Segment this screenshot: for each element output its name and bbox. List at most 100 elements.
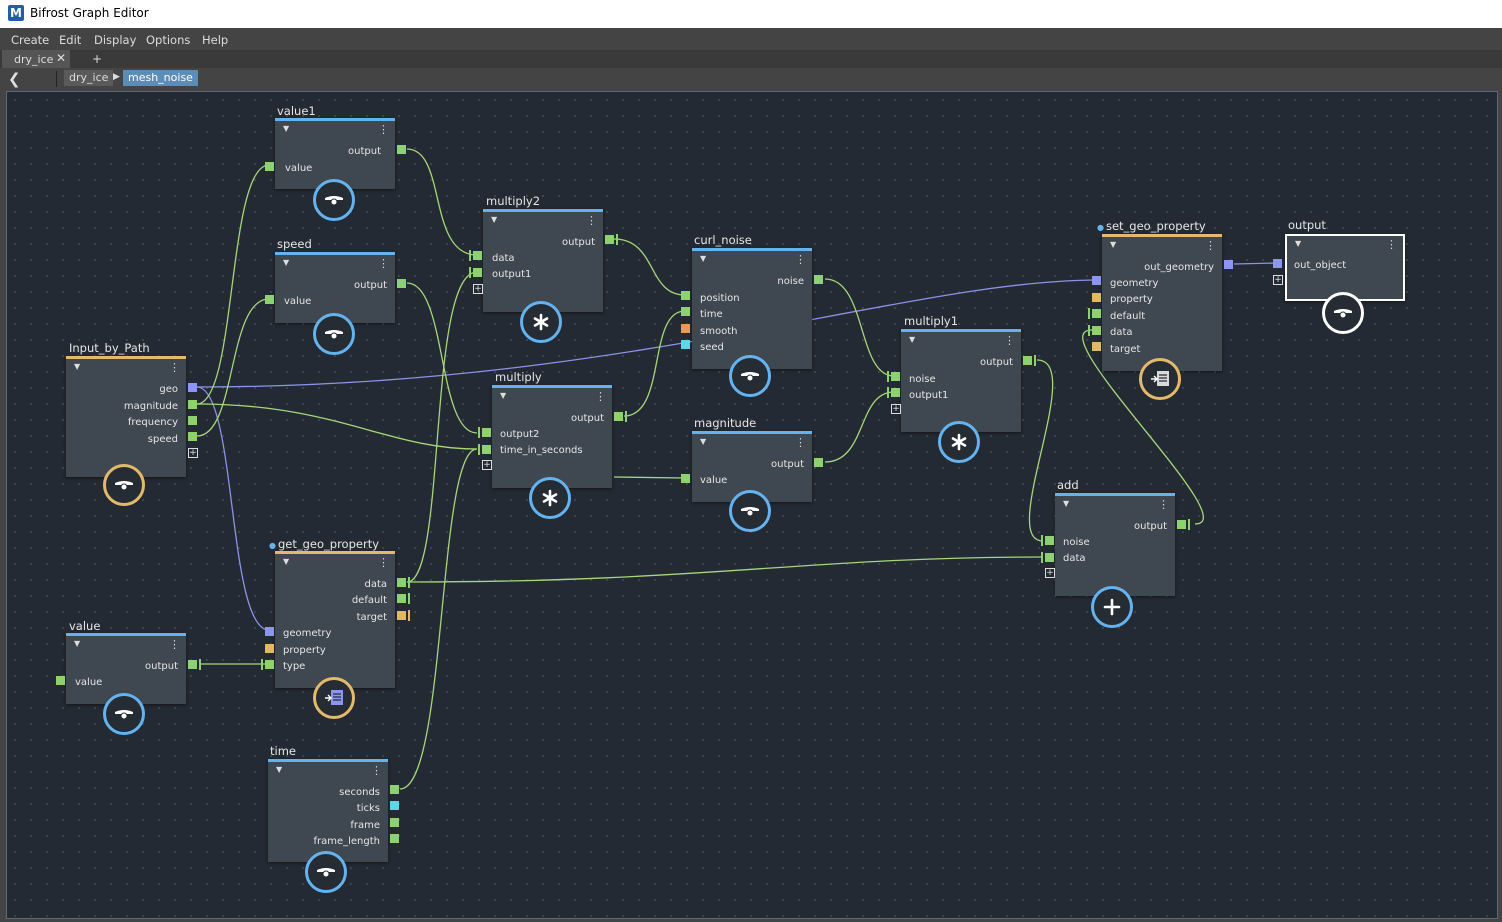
output-port[interactable] xyxy=(390,818,399,827)
node-input-by-path[interactable]: ▼ ⋮ geo magnitude frequency speed xyxy=(66,356,186,477)
input-port[interactable] xyxy=(681,324,690,333)
output-port[interactable] xyxy=(1224,260,1233,269)
output-port[interactable] xyxy=(397,594,406,603)
input-port[interactable] xyxy=(681,291,690,300)
input-port[interactable] xyxy=(891,372,900,381)
input-port[interactable] xyxy=(681,474,690,483)
menu-help[interactable]: Help xyxy=(202,33,229,47)
output-port[interactable] xyxy=(390,785,399,794)
add-port-icon[interactable]: + xyxy=(1045,568,1055,578)
node-menu-icon[interactable]: ⋮ xyxy=(1386,238,1397,251)
input-port[interactable] xyxy=(482,428,491,437)
node-get-geo-property[interactable]: ▼ ⋮ data default target geometry propert… xyxy=(275,551,395,688)
node-menu-icon[interactable]: ⋮ xyxy=(169,638,180,651)
collapse-caret-icon[interactable]: ▼ xyxy=(74,639,81,648)
node-menu-icon[interactable]: ⋮ xyxy=(378,556,389,569)
collapse-caret-icon[interactable]: ▼ xyxy=(1110,240,1117,249)
node-add[interactable]: ▼ ⋮ output noise data xyxy=(1055,493,1175,596)
new-tab-button[interactable]: + xyxy=(92,52,103,66)
breadcrumb-dry-ice[interactable]: dry_ice xyxy=(64,70,114,86)
input-port[interactable] xyxy=(1273,259,1282,268)
collapse-caret-icon[interactable]: ▼ xyxy=(491,215,498,224)
collapse-caret-icon[interactable]: ▼ xyxy=(276,765,283,774)
input-port[interactable] xyxy=(1045,536,1054,545)
node-menu-icon[interactable]: ⋮ xyxy=(1004,334,1015,347)
collapse-caret-icon[interactable]: ▼ xyxy=(1063,499,1070,508)
node-speed[interactable]: ▼ ⋮ output value xyxy=(275,252,395,323)
output-port[interactable] xyxy=(188,383,197,392)
node-multiply[interactable]: ▼ ⋮ output output2 time_in_seconds xyxy=(492,385,612,488)
node-time[interactable]: ▼ ⋮ seconds ticks frame frame_length xyxy=(268,759,388,862)
input-port[interactable] xyxy=(265,295,274,304)
input-port[interactable] xyxy=(1092,326,1101,335)
output-port[interactable] xyxy=(1177,520,1186,529)
input-port[interactable] xyxy=(265,627,274,636)
tab-dry-ice[interactable]: dry_ice ✕ xyxy=(2,50,70,68)
menu-create[interactable]: Create xyxy=(11,33,50,47)
node-menu-icon[interactable]: ⋮ xyxy=(169,361,180,374)
node-menu-icon[interactable]: ⋮ xyxy=(378,257,389,270)
node-menu-icon[interactable]: ⋮ xyxy=(1205,239,1216,252)
output-port[interactable] xyxy=(397,145,406,154)
node-menu-icon[interactable]: ⋮ xyxy=(795,253,806,266)
input-port[interactable] xyxy=(265,644,274,653)
add-port-icon[interactable]: + xyxy=(1273,275,1283,285)
collapse-caret-icon[interactable]: ▼ xyxy=(74,362,81,371)
menu-options[interactable]: Options xyxy=(146,33,191,47)
input-port[interactable] xyxy=(1092,309,1101,318)
close-tab-icon[interactable]: ✕ xyxy=(56,51,67,65)
input-port[interactable] xyxy=(1092,342,1101,351)
output-port[interactable] xyxy=(188,660,197,669)
output-port[interactable] xyxy=(390,801,399,810)
output-port[interactable] xyxy=(1023,356,1032,365)
collapse-caret-icon[interactable]: ▼ xyxy=(500,391,507,400)
input-port[interactable] xyxy=(681,340,690,349)
collapse-caret-icon[interactable]: ▼ xyxy=(1295,239,1302,248)
node-set-geo-property[interactable]: ▼ ⋮ out_geometry geometry property defau… xyxy=(1102,234,1222,371)
node-multiply2[interactable]: ▼ ⋮ output data output1 xyxy=(483,209,603,312)
input-port[interactable] xyxy=(473,251,482,260)
add-port-icon[interactable]: + xyxy=(473,284,483,294)
add-port-icon[interactable]: + xyxy=(482,460,492,470)
node-output[interactable]: ▼ ⋮ out_object xyxy=(1285,234,1405,301)
collapse-caret-icon[interactable]: ▼ xyxy=(283,557,290,566)
output-port[interactable] xyxy=(188,432,197,441)
node-menu-icon[interactable]: ⋮ xyxy=(595,390,606,403)
add-port-icon[interactable]: + xyxy=(891,404,901,414)
menu-edit[interactable]: Edit xyxy=(59,33,82,47)
add-port-icon[interactable]: + xyxy=(188,448,198,458)
menu-display[interactable]: Display xyxy=(94,33,137,47)
input-port[interactable] xyxy=(1092,276,1101,285)
node-menu-icon[interactable]: ⋮ xyxy=(795,436,806,449)
input-port[interactable] xyxy=(265,660,274,669)
output-port[interactable] xyxy=(188,400,197,409)
output-port[interactable] xyxy=(397,578,406,587)
node-menu-icon[interactable]: ⋮ xyxy=(586,214,597,227)
collapse-caret-icon[interactable]: ▼ xyxy=(700,437,707,446)
input-port[interactable] xyxy=(265,162,274,171)
output-port[interactable] xyxy=(614,412,623,421)
output-port[interactable] xyxy=(605,235,614,244)
input-port[interactable] xyxy=(56,676,65,685)
input-port[interactable] xyxy=(1045,553,1054,562)
output-port[interactable] xyxy=(390,834,399,843)
node-menu-icon[interactable]: ⋮ xyxy=(371,764,382,777)
node-value[interactable]: ▼ ⋮ output value xyxy=(66,633,186,704)
input-port[interactable] xyxy=(1092,293,1101,302)
node-menu-icon[interactable]: ⋮ xyxy=(378,123,389,136)
collapse-caret-icon[interactable]: ▼ xyxy=(700,254,707,263)
node-curl-noise[interactable]: ▼ ⋮ noise position time smooth seed xyxy=(692,248,812,369)
input-port[interactable] xyxy=(681,307,690,316)
output-port[interactable] xyxy=(397,279,406,288)
output-port[interactable] xyxy=(814,275,823,284)
input-port[interactable] xyxy=(482,445,491,454)
node-multiply1[interactable]: ▼ ⋮ output noise output1 xyxy=(901,329,1021,432)
input-port[interactable] xyxy=(473,268,482,277)
collapse-caret-icon[interactable]: ▼ xyxy=(909,335,916,344)
collapse-caret-icon[interactable]: ▼ xyxy=(283,258,290,267)
input-port[interactable] xyxy=(891,388,900,397)
collapse-caret-icon[interactable]: ▼ xyxy=(283,124,290,133)
breadcrumb-mesh-noise[interactable]: mesh_noise xyxy=(123,70,198,86)
graph-canvas[interactable]: value1 ▼ ⋮ output value speed ▼ ⋮ output… xyxy=(6,91,1498,919)
node-menu-icon[interactable]: ⋮ xyxy=(1158,498,1169,511)
